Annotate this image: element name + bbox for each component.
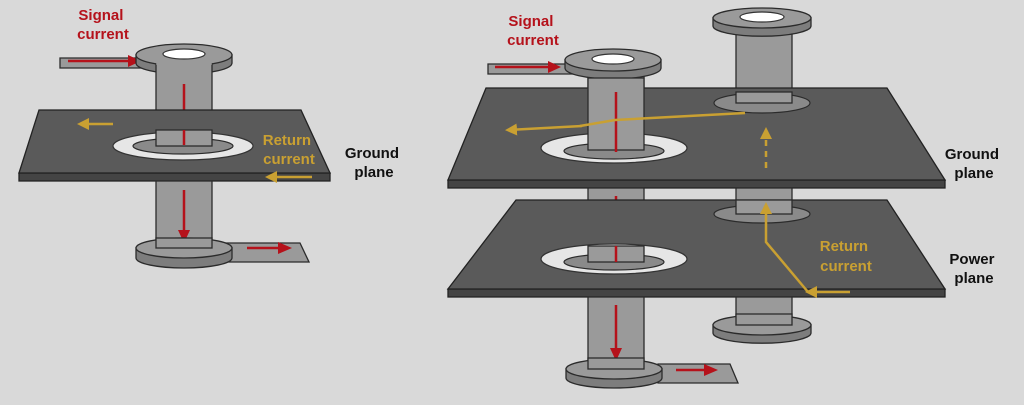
right-diagram: Signal current Return current Ground pla… (446, 7, 1003, 389)
right-power-return-arrows (760, 202, 850, 298)
left-return-label: Return current (263, 132, 316, 168)
left-ground-plane (18, 109, 332, 182)
right-signal-arrow-top (495, 61, 561, 73)
right-signal-arrow-bottom (676, 364, 718, 376)
left-bottom-pad (135, 237, 311, 269)
right-ground-plane (447, 87, 947, 189)
right-ground-return-arrows (505, 111, 772, 168)
left-signal-arrow-bottom (247, 242, 292, 254)
left-return-arrows (77, 118, 312, 183)
left-ground-plane-label: Ground plane (345, 145, 403, 181)
left-signal-arrow-top (68, 55, 141, 67)
right-power-plane (446, 199, 947, 298)
right-via-barrel-upper (587, 77, 645, 152)
right-top-trace (487, 63, 577, 75)
right-signal-label: Signal current (507, 13, 559, 49)
right-bottom-pad (565, 357, 739, 389)
left-diagram: Signal current Return current Ground pla… (18, 7, 403, 269)
right-return-label: Return current (820, 238, 873, 275)
left-signal-label: Signal current (77, 7, 129, 43)
right-ground-via-bottom (712, 296, 812, 344)
right-ground-plane-label: Ground plane (945, 146, 1003, 182)
left-signal-arrow-lower (178, 190, 190, 243)
right-power-plane-label: Power plane (949, 251, 998, 287)
right-signal-arrow-lower (610, 305, 622, 361)
